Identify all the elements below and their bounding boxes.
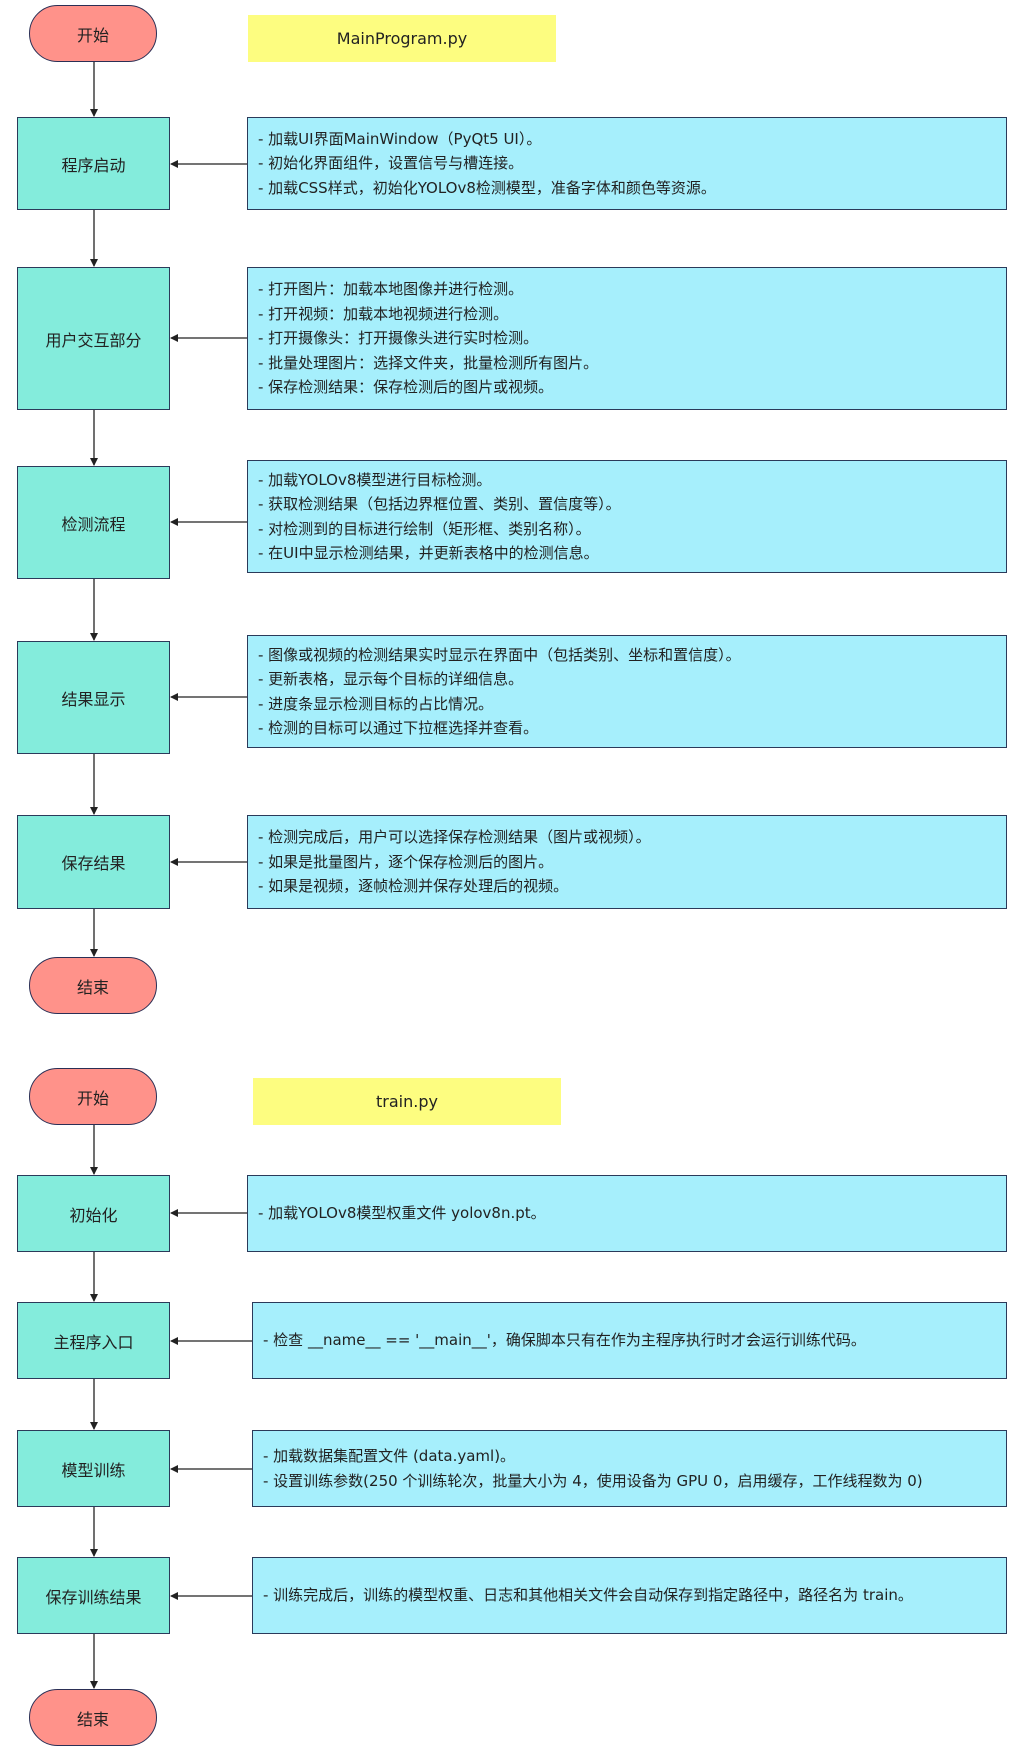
- detail-save-result: - 检测完成后，用户可以选择保存检测结果（图片或视频）。 - 如果是批量图片，逐…: [247, 815, 1007, 909]
- detail-line: - 加载YOLOv8模型进行目标检测。: [258, 470, 492, 489]
- detail-main-entry: - 检查 __name__ == '__main__'，确保脚本只有在作为主程序…: [252, 1302, 1007, 1379]
- detail-line: - 打开摄像头：打开摄像头进行实时检测。: [258, 329, 539, 348]
- detail-line: - 批量处理图片：选择文件夹，批量检测所有图片。: [258, 353, 599, 372]
- detail-line: - 图像或视频的检测结果实时显示在界面中（包括类别、坐标和置信度）。: [258, 645, 741, 664]
- detail-line: - 更新表格，显示每个目标的详细信息。: [258, 670, 524, 688]
- step-label: 保存训练结果: [45, 1587, 142, 1607]
- detail-program-start: - 加载UI界面MainWindow（PyQt5 UI）。 - 初始化界面组件，…: [247, 117, 1007, 210]
- detail-line: - 初始化界面组件，设置信号与槽连接。: [258, 154, 524, 173]
- step-label: 模型训练: [61, 1460, 126, 1480]
- detail-line: - 检查 __name__ == '__main__'，确保脚本只有在作为主程序…: [263, 1331, 866, 1350]
- detail-line: - 对检测到的目标进行绘制（矩形框、类别名称）。: [258, 519, 591, 538]
- detail-line: - 设置训练参数(250 个训练轮次，批量大小为 4，使用设备为 GPU 0，启…: [263, 1471, 923, 1490]
- detail-line: - 如果是视频，逐帧检测并保存处理后的视频。: [258, 877, 569, 896]
- step-label: 用户交互部分: [45, 330, 142, 350]
- step-result-display: 结果显示: [17, 641, 170, 754]
- step-label: 主程序入口: [53, 1332, 134, 1352]
- detail-result-display: - 图像或视频的检测结果实时显示在界面中（包括类别、坐标和置信度）。 - 更新表…: [247, 635, 1007, 748]
- detail-line: - 如果是批量图片，逐个保存检测后的图片。: [258, 852, 554, 871]
- detail-detection-flow: - 加载YOLOv8模型进行目标检测。 - 获取检测结果（包括边界框位置、类别、…: [247, 460, 1007, 573]
- detail-line: - 在UI中显示检测结果，并更新表格中的检测信息。: [258, 544, 599, 562]
- detail-line: - 检测的目标可以通过下拉框选择并查看。: [258, 719, 539, 737]
- end-label: 结束: [76, 977, 109, 997]
- step-label: 初始化: [69, 1205, 118, 1225]
- end-terminal: 结束: [29, 1689, 157, 1746]
- step-user-interaction: 用户交互部分: [17, 267, 170, 410]
- step-model-training: 模型训练: [17, 1430, 170, 1507]
- detail-line: - 加载CSS样式，初始化YOLOv8检测模型，准备字体和颜色等资源。: [258, 178, 716, 197]
- step-main-entry: 主程序入口: [17, 1302, 170, 1379]
- step-label: 保存结果: [61, 854, 126, 873]
- end-label: 结束: [76, 1709, 109, 1729]
- section-title: MainProgram.py: [248, 15, 556, 62]
- detail-line: - 检测完成后，用户可以选择保存检测结果（图片或视频）。: [258, 828, 651, 847]
- start-terminal: 开始: [29, 1068, 157, 1125]
- step-program-start: 程序启动: [17, 117, 170, 210]
- step-save-result: 保存结果: [17, 815, 170, 909]
- step-label: 结果显示: [61, 689, 126, 709]
- detail-initialize: - 加载YOLOv8模型权重文件 yolov8n.pt。: [247, 1175, 1007, 1252]
- start-terminal: 开始: [29, 5, 157, 62]
- detail-line: - 保存检测结果：保存检测后的图片或视频。: [258, 378, 554, 397]
- detail-line: - 加载UI界面MainWindow（PyQt5 UI）。: [258, 129, 542, 148]
- detail-line: - 训练完成后，训练的模型权重、日志和其他相关文件会自动保存到指定路径中，路径名…: [263, 1586, 913, 1605]
- start-label: 开始: [76, 25, 109, 45]
- start-label: 开始: [76, 1088, 109, 1108]
- step-save-training-result: 保存训练结果: [17, 1557, 170, 1634]
- detail-user-interaction: - 打开图片：加载本地图像并进行检测。 - 打开视频：加载本地视频进行检测。 -…: [247, 267, 1007, 410]
- detail-line: - 加载数据集配置文件 (data.yaml)。: [263, 1447, 516, 1465]
- detail-line: - 打开图片：加载本地图像并进行检测。: [258, 280, 524, 299]
- detail-line: - 进度条显示检测目标的占比情况。: [258, 694, 494, 713]
- detail-line: - 加载YOLOv8模型权重文件 yolov8n.pt。: [258, 1204, 546, 1223]
- step-initialize: 初始化: [17, 1175, 170, 1252]
- detail-line: - 打开视频：加载本地视频进行检测。: [258, 304, 509, 323]
- section-title-text: train.py: [376, 1092, 438, 1111]
- end-terminal: 结束: [29, 957, 157, 1014]
- detail-model-training: - 加载数据集配置文件 (data.yaml)。 - 设置训练参数(250 个训…: [252, 1430, 1007, 1507]
- detail-line: - 获取检测结果（包括边界框位置、类别、置信度等）。: [258, 495, 621, 513]
- step-label: 检测流程: [61, 514, 126, 534]
- section-title: train.py: [253, 1078, 561, 1125]
- step-detection-flow: 检测流程: [17, 466, 170, 579]
- step-label: 程序启动: [61, 155, 126, 175]
- detail-save-training-result: - 训练完成后，训练的模型权重、日志和其他相关文件会自动保存到指定路径中，路径名…: [252, 1557, 1007, 1634]
- section-title-text: MainProgram.py: [336, 29, 468, 48]
